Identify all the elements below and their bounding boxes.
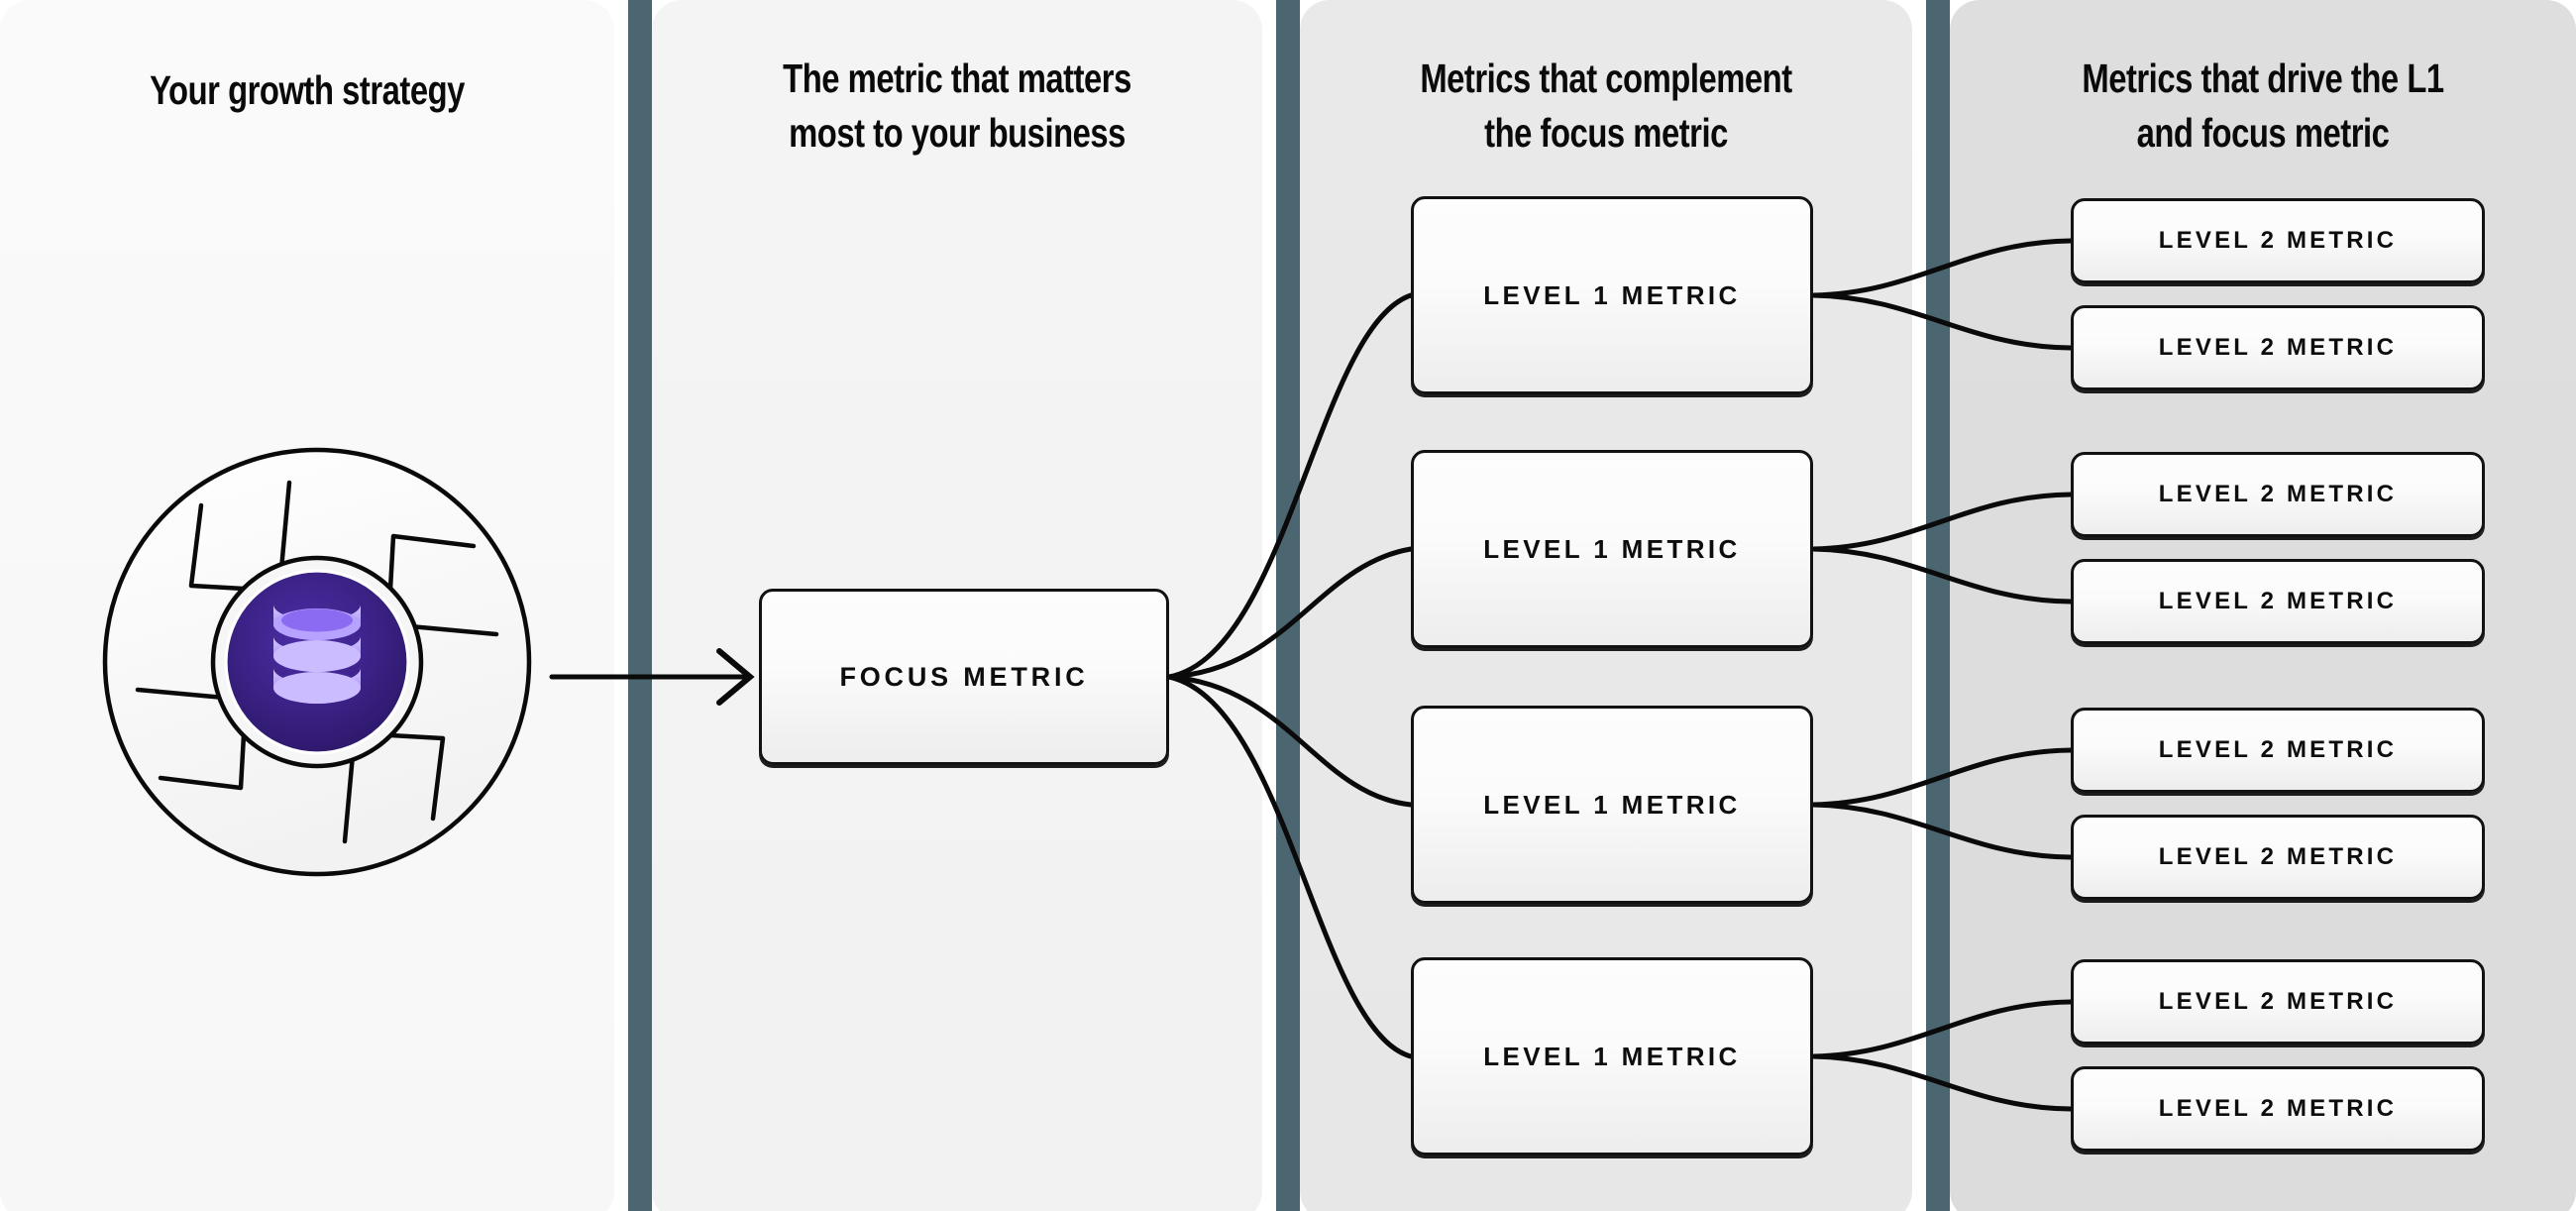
- node-level2-metric-1-2[interactable]: LEVEL 2 METRIC: [2071, 305, 2485, 390]
- column-title-complement: Metrics that complement the focus metric: [1420, 55, 1792, 156]
- node-level2-metric-1-2-label: LEVEL 2 METRIC: [2158, 334, 2398, 361]
- node-level2-metric-3-2-label: LEVEL 2 METRIC: [2158, 843, 2398, 870]
- node-level2-metric-3-2[interactable]: LEVEL 2 METRIC: [2071, 815, 2485, 900]
- node-focus-metric[interactable]: FOCUS METRIC: [759, 589, 1169, 765]
- node-level2-metric-2-2[interactable]: LEVEL 2 METRIC: [2071, 559, 2485, 644]
- node-level2-metric-2-1[interactable]: LEVEL 2 METRIC: [2071, 452, 2485, 537]
- node-level1-metric-1[interactable]: LEVEL 1 METRIC: [1411, 196, 1813, 394]
- node-level1-metric-2[interactable]: LEVEL 1 METRIC: [1411, 450, 1813, 648]
- column-title-strategy: Your growth strategy: [150, 67, 465, 113]
- node-level1-metric-3-label: LEVEL 1 METRIC: [1483, 789, 1741, 820]
- node-level2-metric-3-1-label: LEVEL 2 METRIC: [2158, 736, 2398, 763]
- node-level2-metric-2-1-label: LEVEL 2 METRIC: [2158, 481, 2398, 507]
- database-icon: [273, 605, 361, 704]
- column-divider-2: [1276, 0, 1300, 1211]
- growth-strategy-emblem: [85, 430, 549, 894]
- node-level2-metric-4-2[interactable]: LEVEL 2 METRIC: [2071, 1066, 2485, 1152]
- column-title-focus: The metric that matters most to your bus…: [783, 55, 1131, 156]
- node-level2-metric-3-1[interactable]: LEVEL 2 METRIC: [2071, 708, 2485, 793]
- node-level2-metric-4-1-label: LEVEL 2 METRIC: [2158, 988, 2398, 1015]
- node-level2-metric-2-2-label: LEVEL 2 METRIC: [2158, 588, 2398, 614]
- node-level1-metric-3[interactable]: LEVEL 1 METRIC: [1411, 706, 1813, 904]
- node-level2-metric-1-1-label: LEVEL 2 METRIC: [2158, 227, 2398, 254]
- node-level2-metric-4-1[interactable]: LEVEL 2 METRIC: [2071, 959, 2485, 1045]
- column-title-drivers: Metrics that drive the L1 and focus metr…: [2082, 55, 2444, 156]
- node-focus-metric-label: FOCUS METRIC: [839, 661, 1089, 692]
- node-level1-metric-4[interactable]: LEVEL 1 METRIC: [1411, 957, 1813, 1156]
- node-level1-metric-2-label: LEVEL 1 METRIC: [1483, 533, 1741, 564]
- column-divider-1: [628, 0, 652, 1211]
- node-level1-metric-1-label: LEVEL 1 METRIC: [1483, 279, 1741, 310]
- node-level1-metric-4-label: LEVEL 1 METRIC: [1483, 1041, 1741, 1071]
- emblem-aperture-blades: [135, 480, 499, 844]
- node-level2-metric-4-2-label: LEVEL 2 METRIC: [2158, 1095, 2398, 1122]
- column-divider-3: [1926, 0, 1950, 1211]
- node-level2-metric-1-1[interactable]: LEVEL 2 METRIC: [2071, 198, 2485, 283]
